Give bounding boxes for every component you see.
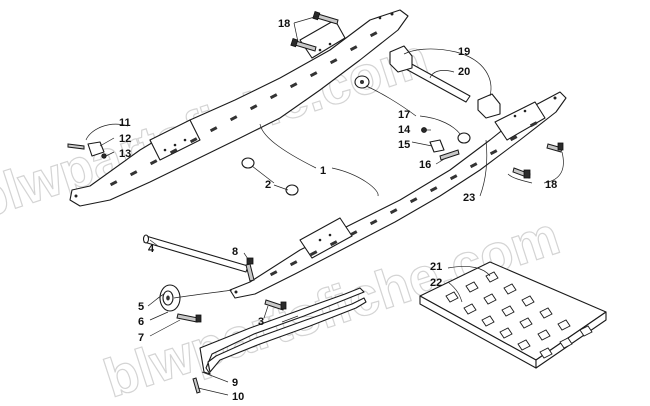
callout-1: 1: [320, 165, 326, 177]
right-slide-rail: [229, 91, 567, 299]
idler-wheel-5: [159, 284, 181, 312]
bushing-19-bottom: [477, 93, 501, 119]
callout-10: 10: [232, 391, 244, 403]
spacer-2-lower: [285, 184, 299, 196]
bolt-18-right-a: [546, 142, 564, 153]
cross-shaft-4: [142, 234, 249, 273]
bolt-18-top-b: [290, 38, 317, 52]
callout-6: 6: [138, 316, 144, 328]
screw-10: [192, 377, 201, 394]
bolt-18-top-a: [312, 11, 339, 25]
callout-18-top: 18: [278, 18, 290, 30]
callout-4: 4: [148, 243, 155, 255]
leader-lines: [85, 15, 564, 396]
bolt-8: [245, 257, 255, 282]
callout-2: 2: [265, 179, 271, 191]
callout-18-right: 18: [545, 179, 557, 191]
callout-15: 15: [398, 139, 410, 151]
callout-13: 13: [119, 148, 131, 160]
callout-7: 7: [138, 332, 144, 344]
callout-21: 21: [430, 261, 442, 273]
callout-labels: 18 19 20 17 14 15 16 11 12 13 18 23 1 2 …: [119, 18, 557, 403]
bolt-3: [264, 299, 287, 311]
callout-19: 19: [458, 46, 470, 58]
wear-strip-9: [199, 287, 367, 375]
callout-20: 20: [458, 66, 470, 78]
washer-13: [101, 153, 107, 159]
ring-2-upper: [241, 157, 255, 169]
callout-8: 8: [232, 246, 238, 258]
bolt-16: [439, 149, 460, 161]
left-slide-rail: [69, 9, 409, 207]
callout-22: 22: [430, 277, 442, 289]
callout-23: 23: [463, 192, 475, 204]
track-section-21: [419, 261, 607, 369]
callout-9: 9: [232, 377, 238, 389]
spacer-17-top: [354, 75, 370, 89]
bushing-15: [429, 139, 445, 153]
spacer-17-mid: [457, 132, 471, 144]
callout-5: 5: [138, 301, 144, 313]
callout-3: 3: [258, 316, 264, 328]
block-12: [87, 141, 105, 157]
bolt-18-right-b: [512, 167, 531, 179]
callout-16: 16: [419, 159, 431, 171]
callout-17: 17: [398, 109, 410, 121]
screw-11: [67, 143, 85, 150]
bolt-7: [176, 313, 202, 323]
callout-11: 11: [119, 117, 131, 129]
callout-12: 12: [119, 133, 131, 145]
callout-14: 14: [398, 124, 411, 136]
